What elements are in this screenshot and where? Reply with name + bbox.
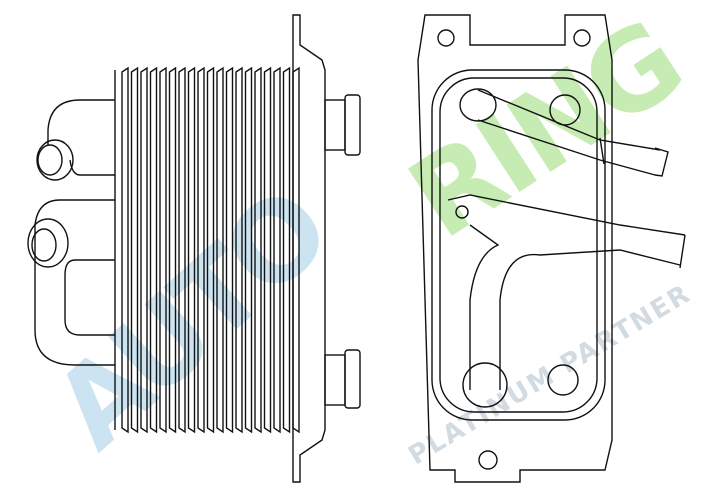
mounting-hole [478, 450, 498, 470]
fin-plate [159, 66, 167, 434]
fin-plate [235, 66, 243, 434]
lower-pipe [34, 199, 115, 366]
mounting-hole [437, 29, 455, 47]
bracket-hole [455, 205, 469, 219]
cooler-fins [121, 66, 300, 434]
port [549, 94, 581, 126]
lower-pipe-bore [31, 228, 57, 262]
fitting-top-cap [344, 94, 361, 156]
fin-plate [130, 66, 139, 434]
upper-outlet-end [599, 137, 669, 177]
fin-plate [121, 66, 129, 434]
fin-plate [216, 66, 224, 434]
cooler-body [431, 69, 606, 421]
mounting-hole [573, 29, 591, 47]
fin-plate [178, 66, 186, 434]
fin-plate [149, 66, 158, 434]
fin-plate [244, 66, 253, 434]
fin-plate [168, 66, 177, 434]
upper-outlet-base [459, 88, 497, 122]
fin-plate [292, 66, 300, 434]
fin-plate [140, 66, 148, 434]
fitting-bottom [324, 354, 346, 406]
upper-outlet-pipe [477, 89, 661, 176]
upper-pipe-end [36, 139, 74, 181]
fin-plate [263, 66, 272, 434]
cooler-body-inner [439, 77, 598, 413]
base-plate [417, 14, 613, 483]
fitting-top [324, 99, 346, 151]
front-view [417, 14, 686, 483]
fin-plate [225, 66, 234, 434]
fin-plate [206, 66, 215, 434]
mounting-flange [292, 14, 326, 483]
fin-plate [273, 66, 281, 434]
fin-plate [254, 66, 262, 434]
upper-pipe [47, 99, 115, 176]
port [547, 364, 579, 396]
lower-outlet-pipe [447, 194, 686, 390]
side-view [27, 14, 361, 483]
fitting-bottom-cap [344, 349, 361, 409]
lower-outlet-base [462, 362, 508, 408]
lower-pipe-end [27, 218, 69, 268]
fin-plate [197, 66, 205, 434]
fin-plate [282, 66, 291, 434]
lower-outlet-end [679, 234, 686, 269]
upper-pipe-bore [37, 144, 63, 176]
fin-plate [187, 66, 196, 434]
